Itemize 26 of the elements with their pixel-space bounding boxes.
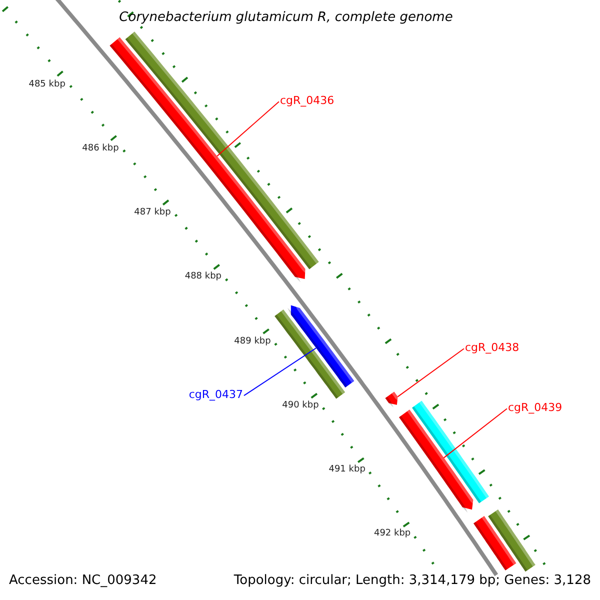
position-label: 485 kbp [28, 79, 66, 90]
genome-info: Topology: circular; Length: 3,314,179 bp; Genes: 3,128 [234, 573, 591, 589]
gene-label: cgR_0439 [508, 401, 562, 414]
gene-bar [399, 410, 476, 513]
position-label: 486 kbp [82, 143, 119, 154]
position-label: 488 kbp [184, 272, 222, 283]
gene-bar [288, 302, 354, 388]
position-label: 490 kbp [282, 400, 319, 412]
leader-line [244, 348, 317, 396]
gene-bar [385, 392, 400, 408]
leader-line [443, 408, 508, 458]
position-label: 491 kbp [328, 464, 366, 476]
gene-bar [274, 310, 346, 399]
gene-bar [412, 400, 489, 504]
genome-info: Accession: NC_009342 [9, 573, 157, 589]
gene-bar [488, 510, 536, 572]
gene-bar [474, 516, 516, 570]
gene-label: cgR_0438 [465, 341, 520, 354]
gene-label: cgR_0437 [188, 388, 243, 402]
position-label: 489 kbp [234, 336, 271, 348]
position-label: 487 kbp [134, 208, 171, 219]
gene-label: cgR_0436 [280, 94, 334, 108]
map-title: Corynebacterium glutamicum R, complete genome [118, 10, 454, 26]
leader-line [216, 101, 280, 157]
leader-line [397, 348, 464, 398]
position-label: 492 kbp [374, 528, 411, 540]
